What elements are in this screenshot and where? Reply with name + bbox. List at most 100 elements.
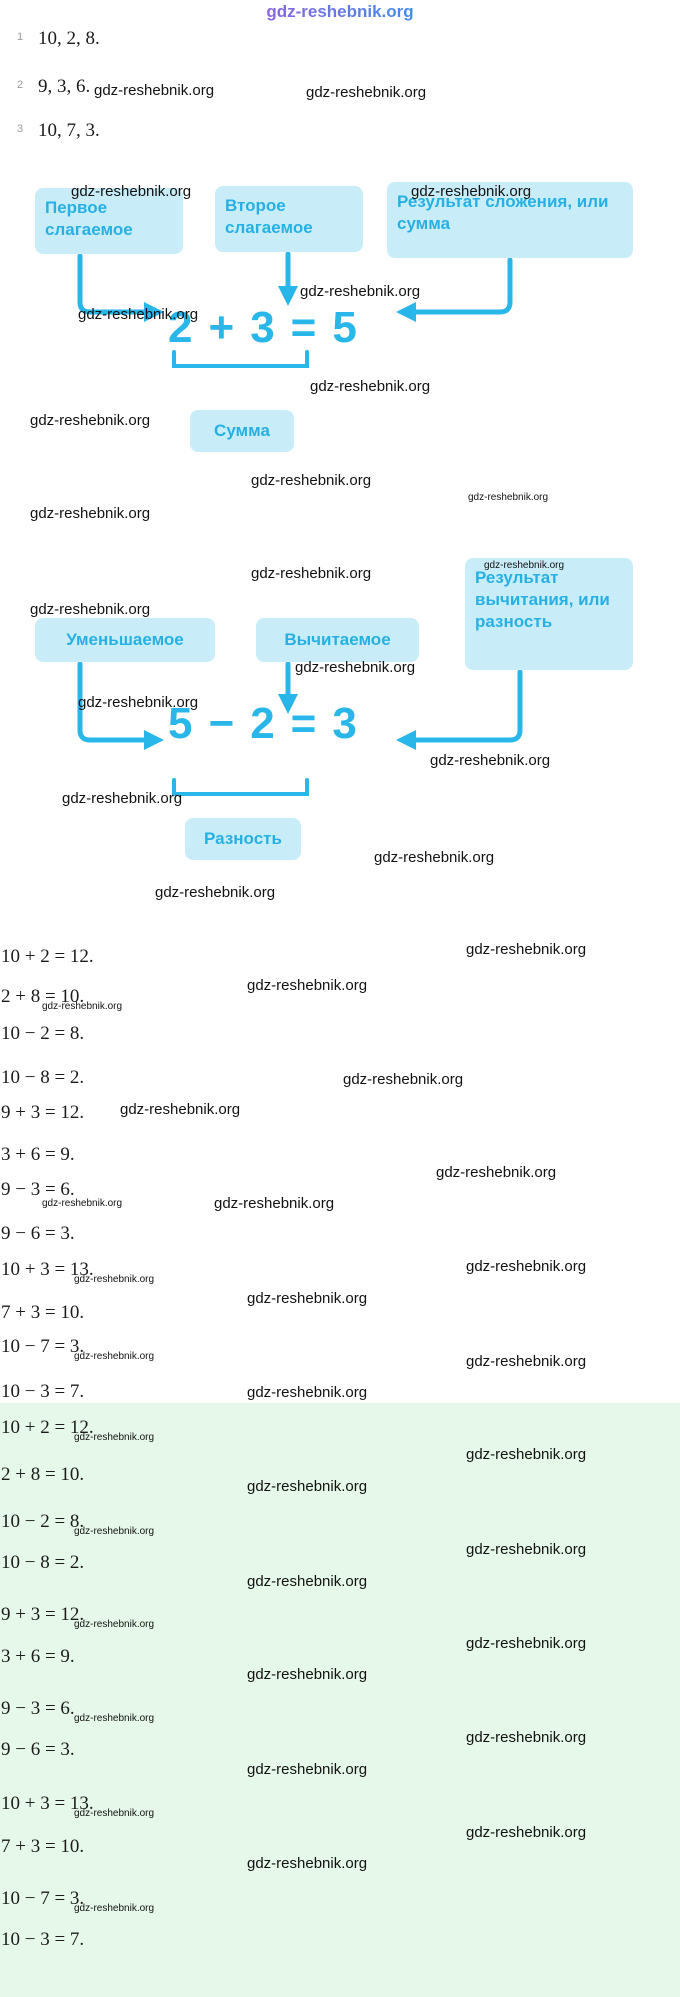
watermark: gdz-reshebnik.org xyxy=(411,183,532,200)
subtrahend-label-box: Вычитаемое xyxy=(256,618,419,662)
example-line: 2 + 8 = 10. xyxy=(1,1464,85,1485)
watermark: gdz-reshebnik.org xyxy=(466,1635,587,1652)
watermark: gdz-reshebnik.org xyxy=(74,1274,155,1285)
example-line: 10 − 7 = 3. xyxy=(1,1336,85,1357)
addition-sum-bracket xyxy=(172,350,309,368)
watermark: gdz-reshebnik.org xyxy=(42,1198,123,1209)
watermark: gdz-reshebnik.org xyxy=(466,941,587,958)
watermark: gdz-reshebnik.org xyxy=(247,977,368,994)
minus-sign: − xyxy=(208,699,235,748)
subtraction-right-arrowhead xyxy=(396,730,416,750)
addition-result-label-box: Результат сложения, или сумма xyxy=(387,182,633,258)
watermark: gdz-reshebnik.org xyxy=(247,1855,368,1872)
watermark: gdz-reshebnik.org xyxy=(247,1290,368,1307)
example-line: 2 + 8 = 10. xyxy=(1,986,85,1007)
equals-sign: = xyxy=(290,699,317,748)
addition-left-arrow xyxy=(77,253,147,315)
watermark: gdz-reshebnik.org xyxy=(30,412,151,429)
equals-sign: = xyxy=(290,303,317,352)
task-number: 3 xyxy=(17,123,24,135)
minuend-value: 5 xyxy=(168,699,193,748)
subtraction-result-label-box: Результат вычитания, или разность xyxy=(465,558,633,670)
example-line: 10 + 3 = 13. xyxy=(1,1259,94,1280)
watermark: gdz-reshebnik.org xyxy=(62,790,183,807)
example-line: 9 + 3 = 12. xyxy=(1,1102,85,1123)
watermark: gdz-reshebnik.org xyxy=(120,1101,241,1118)
subtraction-left-arrowhead xyxy=(144,730,164,750)
second-addend-label-box: Второе слагаемое xyxy=(215,186,363,252)
example-line: 10 − 3 = 7. xyxy=(1,1929,85,1950)
watermark: gdz-reshebnik.org xyxy=(251,472,372,489)
watermark: gdz-reshebnik.org xyxy=(374,849,495,866)
watermark: gdz-reshebnik.org xyxy=(300,283,421,300)
watermark: gdz-reshebnik.org xyxy=(74,1619,155,1630)
watermark: gdz-reshebnik.org xyxy=(94,82,215,99)
watermark: gdz-reshebnik.org xyxy=(466,1824,587,1841)
example-line: 7 + 3 = 10. xyxy=(1,1836,85,1857)
subtraction-equation: 5 − 2 = 3 xyxy=(168,702,357,746)
example-line: 9 − 3 = 6. xyxy=(1,1179,75,1200)
watermark: gdz-reshebnik.org xyxy=(74,1808,155,1819)
watermark: gdz-reshebnik.org xyxy=(466,1729,587,1746)
example-line: 10 + 2 = 12. xyxy=(1,1417,94,1438)
watermark: gdz-reshebnik.org xyxy=(310,378,431,395)
watermark: gdz-reshebnik.org xyxy=(74,1351,155,1362)
watermark: gdz-reshebnik.org xyxy=(214,1195,335,1212)
addition-equation: 2 + 3 = 5 xyxy=(168,306,357,350)
example-line: 10 − 8 = 2. xyxy=(1,1067,85,1088)
watermark: gdz-reshebnik.org xyxy=(74,1903,155,1914)
watermark: gdz-reshebnik.org xyxy=(468,492,549,503)
example-line: 9 − 6 = 3. xyxy=(1,1223,75,1244)
watermark: gdz-reshebnik.org xyxy=(74,1432,155,1443)
watermark: gdz-reshebnik.org xyxy=(251,565,372,582)
highlight-answer-block xyxy=(0,1403,680,1997)
watermark: gdz-reshebnik.org xyxy=(155,884,276,901)
example-line: 10 − 7 = 3. xyxy=(1,1888,85,1909)
watermark: gdz-reshebnik.org xyxy=(466,1541,587,1558)
example-line: 10 − 2 = 8. xyxy=(1,1511,85,1532)
example-line: 9 − 3 = 6. xyxy=(1,1698,75,1719)
subtraction-right-arrow xyxy=(413,669,523,743)
watermark: gdz-reshebnik.org xyxy=(247,1478,368,1495)
example-line: 3 + 6 = 9. xyxy=(1,1646,75,1667)
task-answer: 10, 2, 8. xyxy=(38,28,100,49)
example-line: 9 + 3 = 12. xyxy=(1,1604,85,1625)
task-number: 1 xyxy=(17,31,24,43)
watermark: gdz-reshebnik.org xyxy=(484,560,565,571)
sum-value: 5 xyxy=(332,303,357,352)
example-line: 10 − 2 = 8. xyxy=(1,1023,85,1044)
watermark: gdz-reshebnik.org xyxy=(466,1353,587,1370)
watermark: gdz-reshebnik.org xyxy=(74,1526,155,1537)
watermark: gdz-reshebnik.org xyxy=(30,505,151,522)
watermark: gdz-reshebnik.org xyxy=(247,1573,368,1590)
addend-2: 3 xyxy=(250,303,275,352)
example-line: 3 + 6 = 9. xyxy=(1,1144,75,1165)
addition-right-arrow xyxy=(413,257,513,315)
watermark: gdz-reshebnik.org xyxy=(247,1761,368,1778)
watermark: gdz-reshebnik.org xyxy=(247,1384,368,1401)
watermark: gdz-reshebnik.org xyxy=(71,183,192,200)
watermark: gdz-reshebnik.org xyxy=(30,601,151,618)
task-item: 3 10, 7, 3. xyxy=(17,120,100,142)
example-line: 10 + 3 = 13. xyxy=(1,1793,94,1814)
example-line: 10 − 8 = 2. xyxy=(1,1552,85,1573)
example-line: 9 − 6 = 3. xyxy=(1,1739,75,1760)
watermark: gdz-reshebnik.org xyxy=(295,659,416,676)
subtrahend-value: 2 xyxy=(250,699,275,748)
example-line: 10 − 3 = 7. xyxy=(1,1381,85,1402)
watermark: gdz-reshebnik.org xyxy=(436,1164,557,1181)
task-number: 2 xyxy=(17,79,24,91)
sum-label-box: Сумма xyxy=(190,410,294,452)
watermark: gdz-reshebnik.org xyxy=(78,694,199,711)
watermark: gdz-reshebnik.org xyxy=(247,1666,368,1683)
watermark: gdz-reshebnik.org xyxy=(343,1071,464,1088)
example-line: 10 + 2 = 12. xyxy=(1,946,94,967)
addend-1: 2 xyxy=(168,303,193,352)
task-answer: 10, 7, 3. xyxy=(38,120,100,141)
watermark: gdz-reshebnik.org xyxy=(74,1713,155,1724)
watermark: gdz-reshebnik.org xyxy=(466,1446,587,1463)
plus-sign: + xyxy=(208,303,235,352)
site-watermark-header: gdz-reshebnik.org xyxy=(266,2,414,21)
